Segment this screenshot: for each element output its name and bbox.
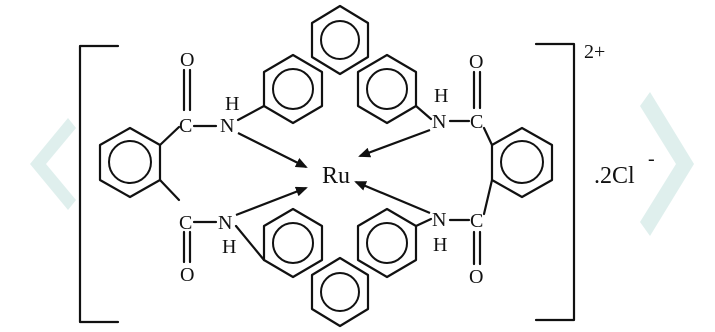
lower-right-amide: N H C O (354, 178, 494, 288)
left-benzene-ring (98, 126, 162, 199)
counter-ion: .2Cl (594, 163, 635, 189)
atom-nitrogen: N (432, 209, 446, 231)
right-benzene-ring (490, 126, 554, 199)
metal-center: Ru (322, 163, 350, 189)
right-bracket (534, 42, 576, 322)
atom-oxygen: O (180, 49, 194, 71)
atom-carbon: C (470, 111, 483, 133)
watermark-left-chevron (30, 118, 76, 210)
atom-hydrogen: H (222, 236, 236, 258)
upper-left-amide: C O H N (158, 49, 308, 168)
counter-ion-charge: - (648, 148, 655, 170)
atom-hydrogen: H (225, 93, 239, 115)
left-bracket (78, 44, 120, 324)
atom-hydrogen: H (433, 234, 447, 256)
atom-hydrogen: H (434, 85, 448, 107)
complex-charge: 2+ (584, 41, 605, 63)
atom-carbon: C (470, 210, 483, 232)
atom-nitrogen: N (432, 111, 446, 133)
atom-oxygen: O (469, 51, 483, 73)
bottom-phenanthrene (262, 207, 418, 328)
atom-nitrogen: N (220, 115, 234, 137)
atom-carbon: C (179, 115, 192, 137)
watermark-right-chevron (640, 92, 694, 236)
atom-nitrogen: N (218, 212, 232, 234)
lower-left-amide: C O N H (158, 178, 308, 286)
atom-oxygen: O (469, 266, 483, 288)
atom-oxygen: O (180, 264, 194, 286)
atom-carbon: C (179, 212, 192, 234)
top-phenanthrene (262, 4, 418, 125)
upper-right-amide: H N C O (358, 51, 494, 158)
